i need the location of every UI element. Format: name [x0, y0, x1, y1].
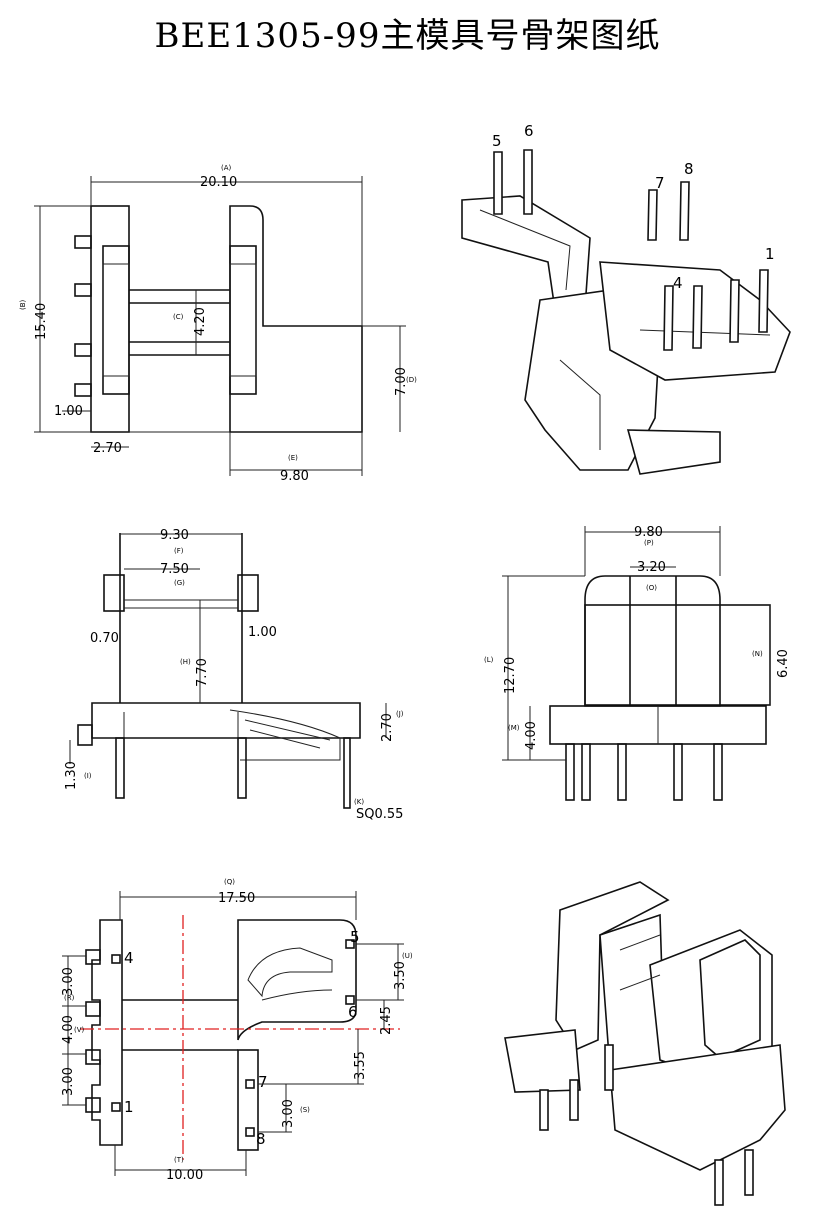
bottom-pin-5: 5 — [350, 928, 360, 946]
isometric-bottom-view — [504, 881, 786, 1206]
bottom-pin-4: 4 — [124, 949, 134, 967]
dim-front-g: 7.50 — [160, 562, 189, 577]
iso-pin-6: 6 — [524, 122, 534, 140]
dim-bottom-t: 10.00 — [166, 1168, 203, 1183]
dim-f2-label: 2.70 — [93, 441, 122, 456]
bottom-view: 4 1 5 6 7 8 17.50 10.00 3.50 2.45 3.55 3… — [61, 878, 413, 1183]
tag-v: (V) — [74, 1026, 85, 1034]
dim-bottom-r1: 3.00 — [61, 967, 76, 996]
tag-l: (I) — [84, 772, 92, 780]
tag-r: (R) — [64, 994, 75, 1002]
tag-e: (E) — [288, 454, 298, 462]
tag-o: (O) — [646, 584, 657, 592]
tag-j: (J) — [396, 710, 404, 718]
iso-pin-4: 4 — [673, 274, 683, 292]
top-view: 20.10 15.40 4.20 7.00 9.80 1.00 2.70 (A)… — [19, 164, 417, 484]
tag-p: (P) — [644, 539, 654, 547]
isometric-top-view: 5 6 7 8 1 4 — [461, 122, 791, 475]
bottom-pin-6: 6 — [348, 1003, 358, 1021]
tag-h: (H) — [180, 658, 191, 666]
tag-c: (C) — [173, 313, 184, 321]
bottom-pin-7: 7 — [258, 1073, 268, 1091]
side-view: 9.80 3.20 12.70 6.40 4.00 (P) (O) (L) (N… — [484, 525, 791, 801]
dim-a-label: 20.10 — [200, 175, 237, 190]
dim-front-w2: 1.00 — [248, 625, 277, 640]
dim-f1-label: 1.00 — [54, 404, 83, 419]
iso-pin-1: 1 — [765, 245, 775, 263]
tag-a: (A) — [221, 164, 232, 172]
dim-bottom-u: 3.50 — [393, 961, 408, 990]
tag-s: (S) — [300, 1106, 310, 1114]
iso-pin-7: 7 — [655, 174, 665, 192]
tag-n: (N) — [752, 650, 763, 658]
dim-front-j: 2.70 — [380, 713, 395, 742]
tag-f: (F) — [174, 547, 184, 555]
dim-side-l: 12.70 — [503, 657, 518, 694]
dim-d-label: 7.00 — [394, 367, 409, 396]
dim-b-label: 15.40 — [34, 303, 49, 340]
dim-bottom-s: 3.00 — [281, 1099, 296, 1128]
iso-pin-5: 5 — [492, 132, 502, 150]
dim-bottom-w: 3.55 — [353, 1051, 368, 1080]
dim-side-p: 9.80 — [634, 525, 663, 540]
tag-k: (K) — [354, 798, 364, 806]
dim-front-w1: 0.70 — [90, 631, 119, 646]
dim-front-k: SQ0.55 — [356, 807, 403, 822]
tag-g: (G) — [174, 579, 185, 587]
dim-side-n: 6.40 — [776, 649, 791, 678]
iso-pins — [493, 149, 769, 351]
tag-q: (Q) — [224, 878, 235, 886]
dim-bottom-q: 17.50 — [218, 891, 255, 906]
iso-pin-8: 8 — [684, 160, 694, 178]
dim-c-label: 4.20 — [193, 307, 208, 336]
bottom-pin-8: 8 — [256, 1130, 266, 1148]
dim-bottom-v: 2.45 — [379, 1006, 394, 1035]
dim-side-o: 3.20 — [637, 560, 666, 575]
dim-bottom-r3: 3.00 — [61, 1067, 76, 1096]
tag-u: (U) — [402, 952, 413, 960]
tag-d: (D) — [406, 376, 417, 384]
tag-l-side: (L) — [484, 656, 494, 664]
tag-m: (M) — [508, 724, 520, 732]
dim-e-label: 9.80 — [280, 469, 309, 484]
dim-front-l: 1.30 — [64, 761, 79, 790]
dim-side-m: 4.00 — [524, 721, 539, 750]
tag-b: (B) — [19, 299, 27, 310]
tag-t: (T) — [174, 1156, 184, 1164]
dim-front-h: 7.70 — [195, 658, 210, 687]
dim-bottom-r2: 4.00 — [61, 1015, 76, 1044]
drawing-title: BEE1305-99主模具号骨架图纸 — [154, 16, 661, 56]
front-view: 9.30 7.50 7.70 0.70 1.00 2.70 SQ0.55 1.3… — [64, 528, 404, 822]
bottom-pin-1: 1 — [124, 1098, 134, 1116]
dim-front-f: 9.30 — [160, 528, 189, 543]
